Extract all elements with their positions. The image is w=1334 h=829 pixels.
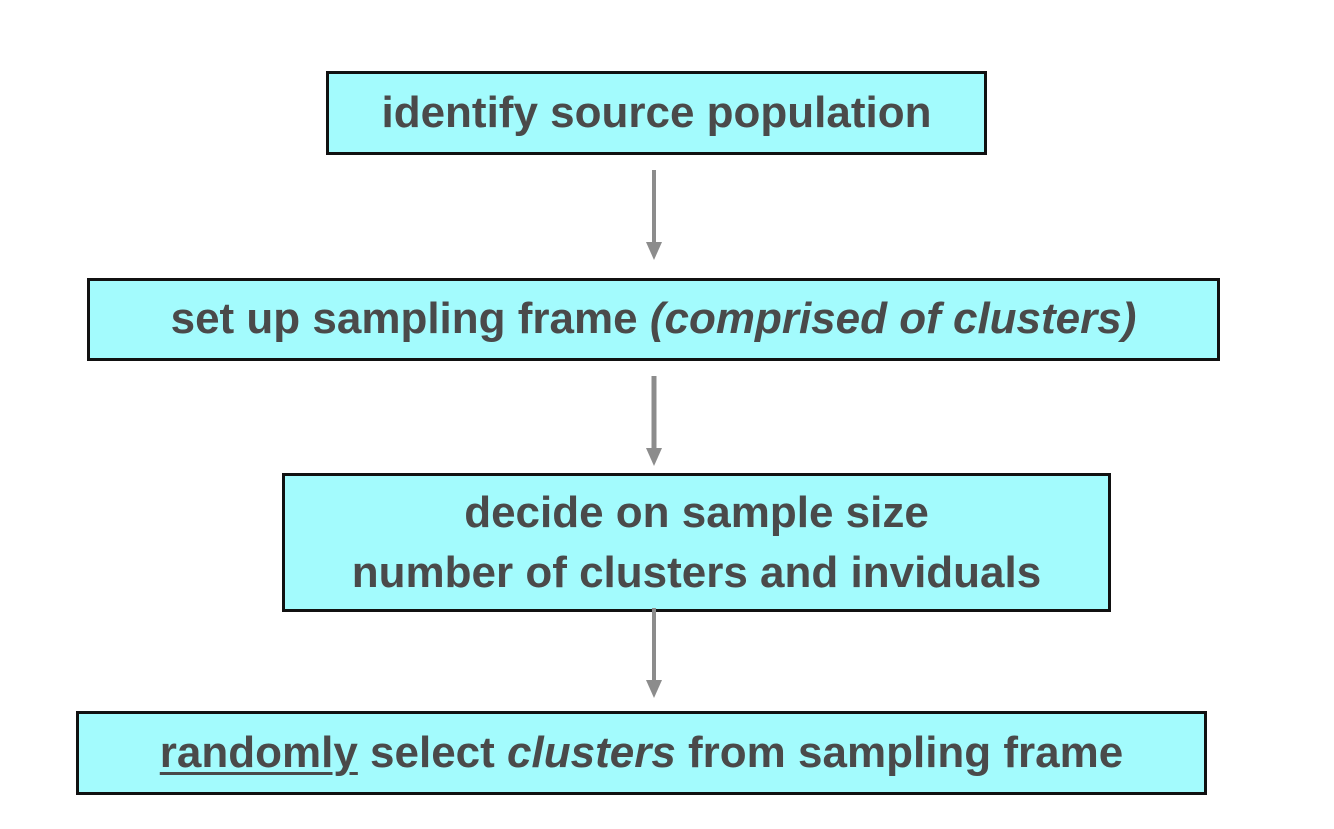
step-decide-sample-size: decide on sample size number of clusters… [282, 473, 1111, 612]
step-2-italic-text: (comprised of clusters) [649, 294, 1137, 344]
step-4-end-text: from sampling frame [675, 727, 1124, 777]
step-randomly-select-clusters: randomly select clusters from sampling f… [76, 711, 1207, 795]
step-2-main-text: set up sampling frame [170, 294, 650, 344]
arrow-step1-to-step2 [646, 170, 662, 260]
arrow-step3-to-step4 [646, 608, 662, 698]
step-4-italic-text: clusters [507, 727, 676, 777]
step-1-text: identify source population [381, 87, 932, 137]
step-4-mid-text: select [357, 727, 508, 777]
step-3-line-2: number of clusters and inviduals [351, 547, 1042, 597]
arrow-step2-to-step3 [646, 376, 662, 466]
step-2-line: set up sampling frame (comprised of clus… [171, 290, 1137, 349]
step-3-line-1: decide on sample size [464, 488, 929, 538]
step-4-underlined-text: randomly [159, 727, 358, 777]
step-set-up-sampling-frame: set up sampling frame (comprised of clus… [87, 278, 1220, 361]
step-identify-source-population: identify source population [326, 71, 987, 155]
step-4-line: randomly select clusters from sampling f… [160, 724, 1123, 783]
